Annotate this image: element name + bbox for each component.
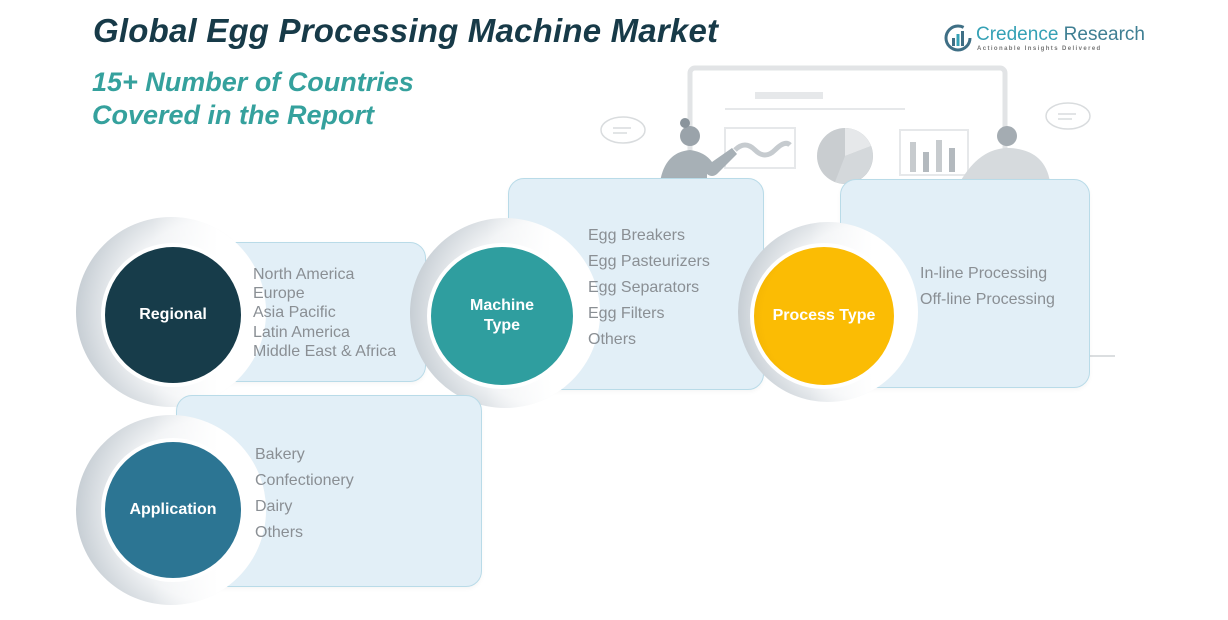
page-title: Global Egg Processing Machine Market <box>93 12 719 49</box>
list-item: Others <box>255 524 304 541</box>
list-item: Egg Breakers <box>588 227 685 244</box>
machine-type-label: Machine Type <box>470 296 534 336</box>
countries-covered-subtitle: 15+ Number of Countries Covered in the R… <box>92 66 414 132</box>
list-item: Asia Pacific <box>253 304 336 322</box>
subtitle-line-1: 15+ Number of Countries <box>92 67 414 97</box>
credence-research-logo: Credence Research Actionable Insights De… <box>944 22 1145 56</box>
logo-wordmark-part1: Credence <box>976 24 1059 45</box>
process-type-items: In-line Processing Off-line Processing <box>920 261 1055 313</box>
speech-bubble-left-icon <box>600 116 646 144</box>
machine-type-circle: Machine Type <box>427 243 577 389</box>
application-label: Application <box>129 501 217 518</box>
pie-chart-icon <box>817 128 873 184</box>
application-items: Bakery Confectionery Dairy Others <box>255 442 354 546</box>
bar-chart-logo-icon <box>944 24 972 52</box>
list-item: Confectionery <box>255 472 354 489</box>
logo-wordmark: Credence Research <box>976 24 1145 46</box>
machine-type-items: Egg Breakers Egg Pasteurizers Egg Separa… <box>588 223 710 353</box>
subtitle-line-2: Covered in the Report <box>92 100 375 130</box>
list-item: Europe <box>253 285 305 303</box>
regional-items: North America Europe Asia Pacific Latin … <box>253 265 396 361</box>
machine-type-label-line-1: Machine <box>469 297 534 314</box>
machine-type-label-line-2: Type <box>483 317 521 334</box>
list-item: Middle East & Africa <box>253 342 397 360</box>
speech-bubble-right-icon <box>1045 102 1091 130</box>
list-item: Off-line Processing <box>920 291 1055 308</box>
list-item: Egg Filters <box>588 305 665 322</box>
woman-presenter-icon <box>660 118 737 182</box>
list-item: Others <box>588 331 637 348</box>
regional-circle: Regional <box>101 243 245 387</box>
process-type-label: Process Type <box>772 307 876 324</box>
regional-label: Regional <box>139 306 207 323</box>
list-item: Bakery <box>255 446 305 463</box>
logo-tagline: Actionable Insights Delivered <box>977 46 1102 52</box>
application-circle: Application <box>101 438 245 582</box>
presentation-illustration <box>600 65 1115 357</box>
list-item: North America <box>253 266 355 283</box>
list-item: In-line Processing <box>920 265 1048 282</box>
list-item: Dairy <box>255 498 293 515</box>
process-type-circle: Process Type <box>750 243 898 389</box>
man-listener-icon <box>960 126 1050 182</box>
list-item: Egg Pasteurizers <box>588 253 710 270</box>
logo-wordmark-part2: Research <box>1058 24 1145 45</box>
list-item: Egg Separators <box>588 279 700 296</box>
list-item: Latin America <box>253 323 350 341</box>
